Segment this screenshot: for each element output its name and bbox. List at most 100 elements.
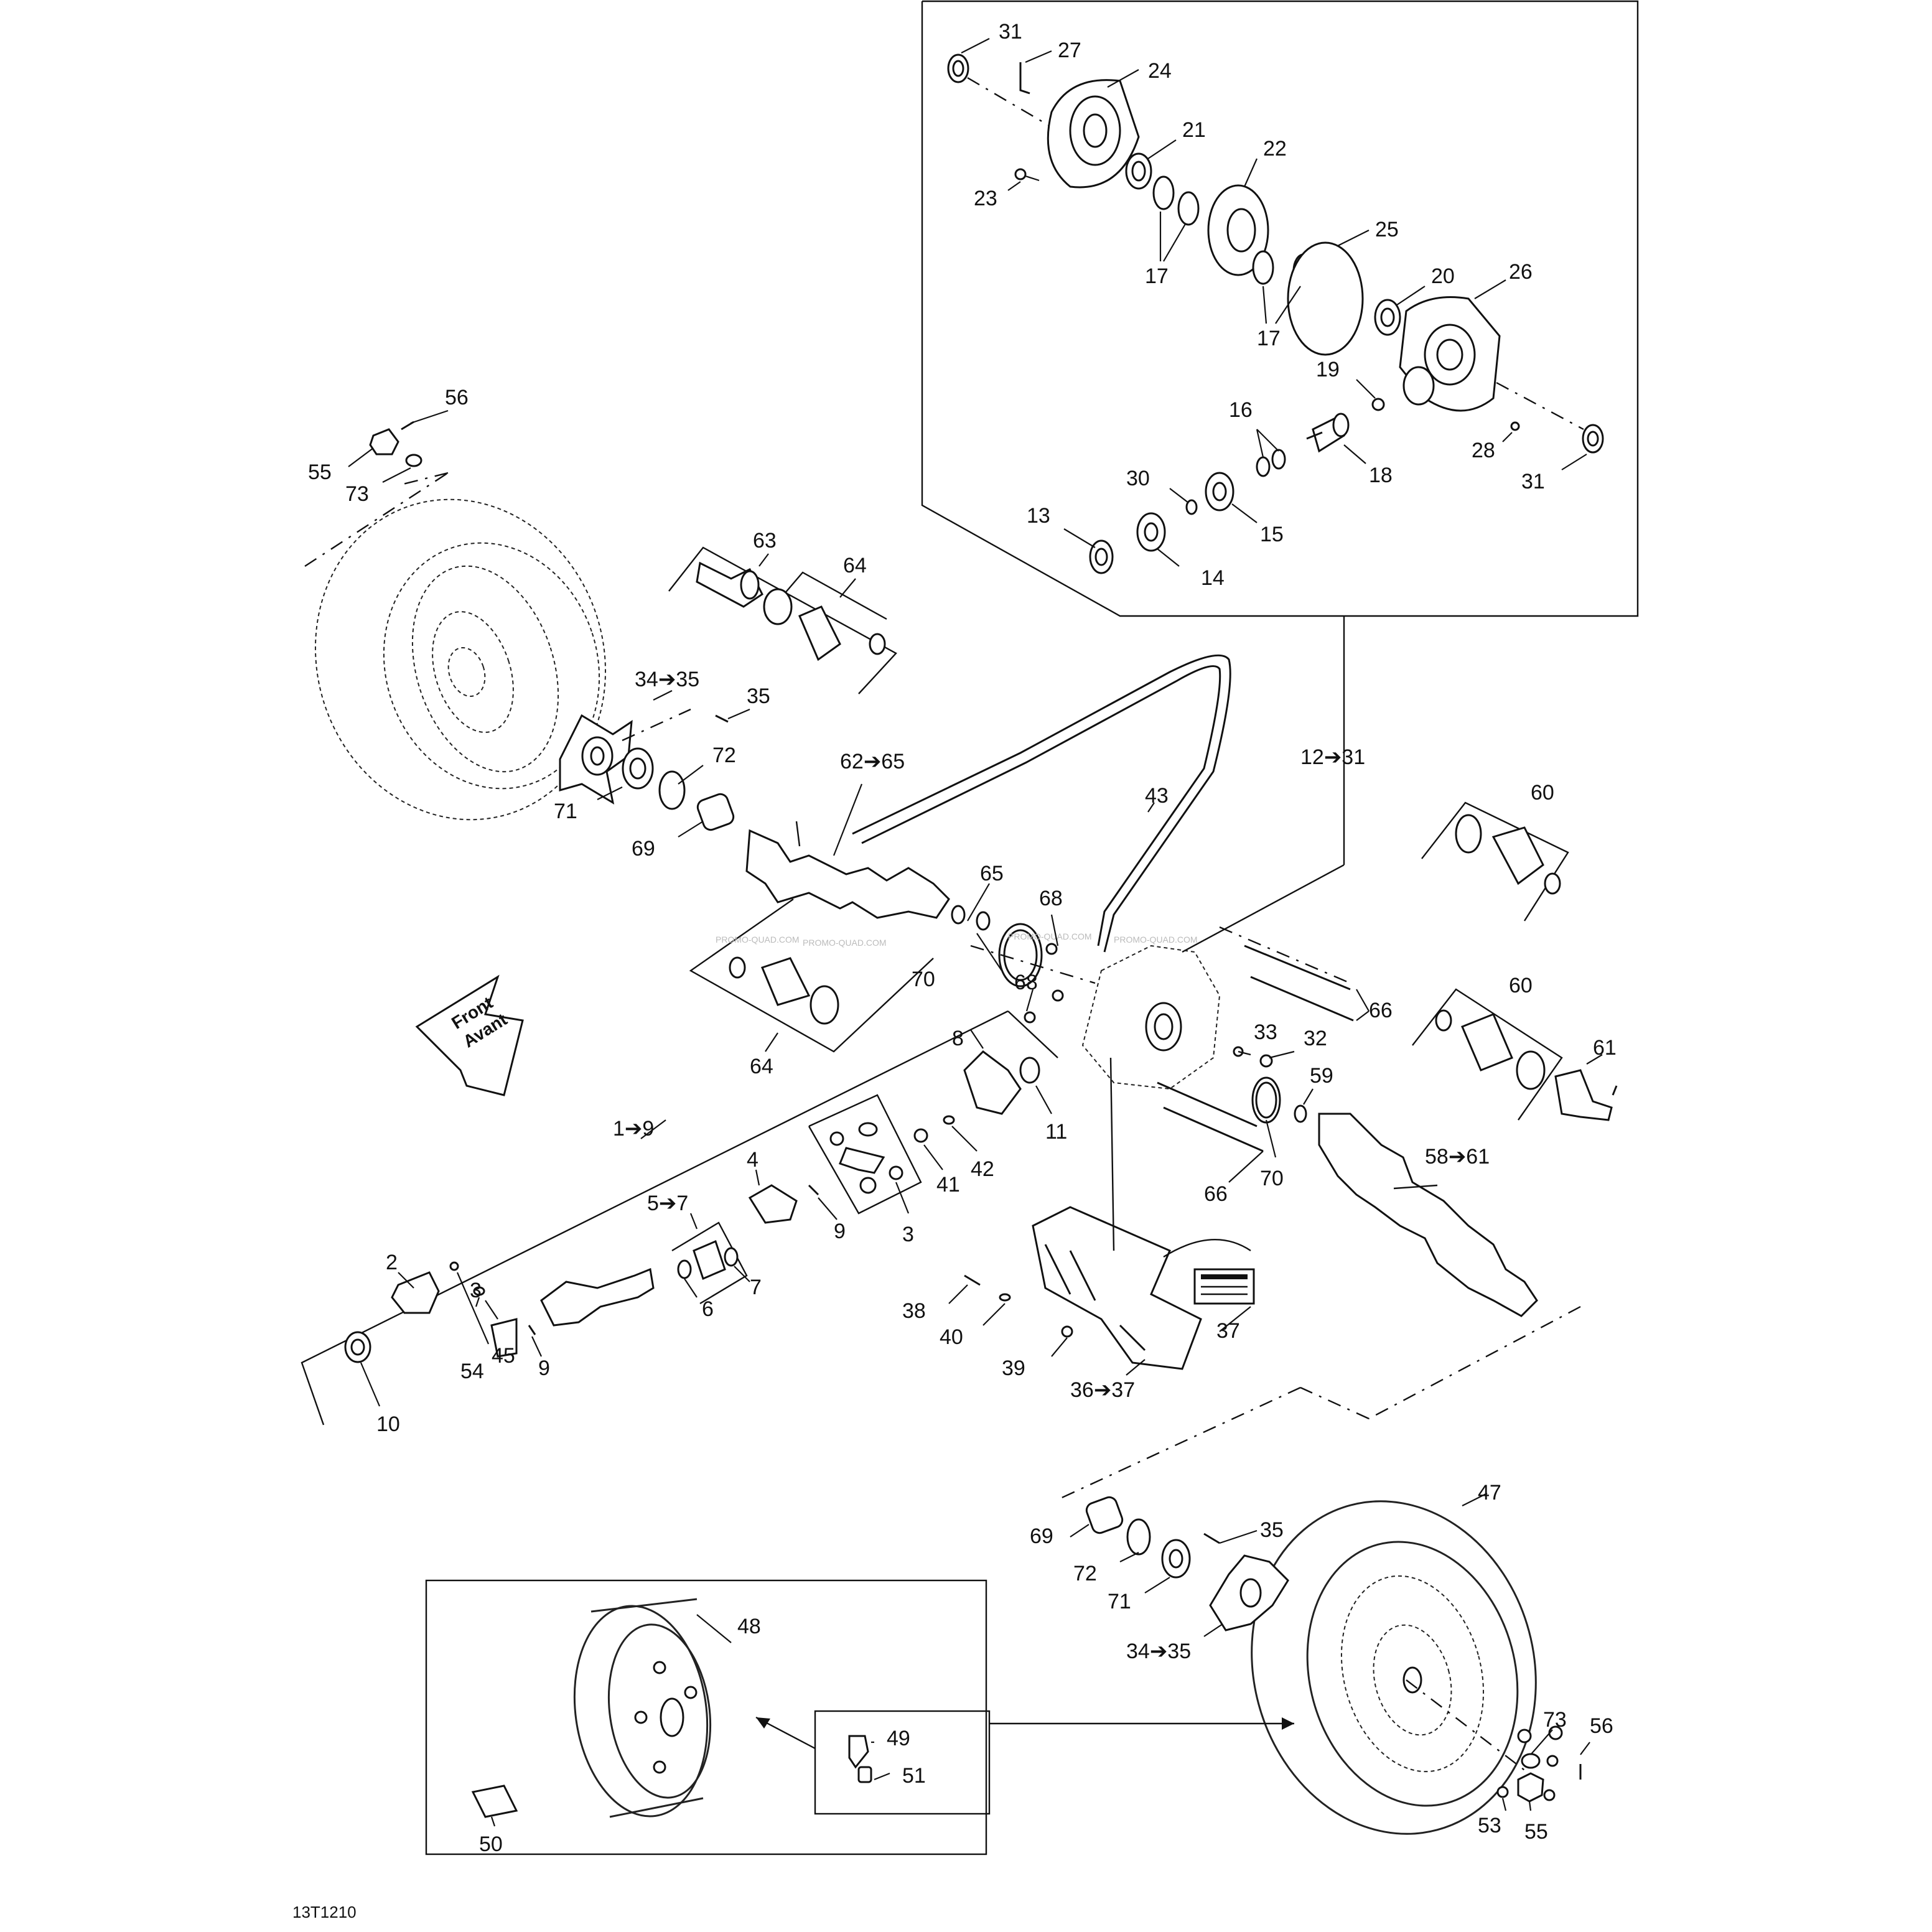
wheel-lower-right	[1251, 1500, 1538, 1835]
label-65: 65	[980, 862, 1004, 885]
label-32: 32	[1304, 1027, 1327, 1050]
label-70-bottom: 70	[1260, 1167, 1284, 1190]
label-53: 53	[1478, 1814, 1501, 1837]
seal-70-upper	[998, 923, 1043, 987]
propeller-shaft-kit-box	[301, 1010, 1058, 1426]
label-41: 41	[936, 1173, 960, 1197]
label-68-top: 68	[1039, 887, 1063, 910]
label-2: 2	[386, 1251, 398, 1274]
svg-text:PROMO-QUAD.COM: PROMO-QUAD.COM	[1008, 931, 1092, 941]
label-1-9: 1➔9	[613, 1117, 654, 1141]
label-35-bottom: 35	[1260, 1518, 1284, 1542]
label-70-top: 70	[912, 968, 935, 991]
svg-text:PROMO-QUAD.COM: PROMO-QUAD.COM	[1114, 935, 1198, 945]
label-25: 25	[1375, 218, 1399, 241]
label-64-bottom: 64	[750, 1055, 773, 1078]
label-22: 22	[1263, 137, 1287, 161]
label-17-b: 17	[1257, 327, 1281, 350]
washers-32-33	[1233, 1046, 1273, 1068]
label-56-bottom: 56	[1590, 1714, 1613, 1738]
label-43: 43	[1145, 784, 1169, 808]
warning-label	[1193, 1268, 1255, 1305]
label-48: 48	[737, 1615, 761, 1638]
label-62-65: 62➔65	[840, 750, 905, 773]
label-66-bottom: 66	[1204, 1182, 1228, 1206]
label-34-35-top: 34➔35	[635, 668, 699, 691]
cv-boot-kit-lower	[689, 898, 934, 1053]
label-14: 14	[1201, 566, 1225, 590]
skid-plate	[964, 1057, 1251, 1370]
label-64-top: 64	[843, 554, 867, 577]
label-63: 63	[753, 529, 777, 553]
differential-internal-parts	[947, 54, 1604, 574]
label-31-top: 31	[999, 20, 1022, 44]
label-51: 51	[902, 1764, 926, 1788]
label-55-bottom: 55	[1524, 1820, 1548, 1844]
label-71-bottom: 71	[1108, 1590, 1131, 1613]
drive-shaft-right	[1318, 1113, 1538, 1317]
label-8: 8	[952, 1027, 964, 1050]
label-73-bottom: 73	[1543, 1708, 1567, 1732]
label-30: 30	[1126, 467, 1150, 490]
label-49: 49	[887, 1727, 910, 1750]
label-60-top: 60	[1531, 781, 1554, 805]
label-11: 11	[1045, 1120, 1067, 1144]
lower-assembly-leader	[1057, 1305, 1581, 1501]
label-20: 20	[1431, 264, 1455, 288]
propeller-shaft-parts	[344, 1050, 1040, 1363]
label-54: 54	[460, 1360, 484, 1383]
label-72-top: 72	[712, 744, 736, 767]
label-69-top: 69	[632, 837, 655, 861]
label-36-37: 36➔37	[1070, 1378, 1135, 1402]
cv-boot-kit-upper	[668, 546, 897, 694]
label-72-bottom: 72	[1073, 1562, 1097, 1585]
label-28: 28	[1472, 439, 1495, 462]
label-26: 26	[1509, 260, 1533, 284]
long-bolts-lower	[1157, 1081, 1264, 1152]
vent-tube	[852, 654, 1231, 953]
label-58-61: 58➔61	[1425, 1145, 1490, 1169]
label-56-top: 56	[445, 386, 469, 409]
hub-assembly-lower	[1085, 1496, 1289, 1631]
label-47: 47	[1478, 1481, 1501, 1505]
label-13: 13	[1027, 504, 1050, 528]
label-37: 37	[1216, 1319, 1240, 1343]
cv-boot-kit-right-upper	[1421, 801, 1569, 922]
label-7: 7	[750, 1276, 762, 1299]
svg-text:PROMO-QUAD.COM: PROMO-QUAD.COM	[803, 938, 887, 948]
label-59: 59	[1310, 1064, 1333, 1088]
label-60-bottom: 60	[1509, 974, 1533, 997]
cv-boot-kit-right-lower	[1412, 988, 1563, 1121]
label-55-top: 55	[308, 460, 332, 484]
label-33: 33	[1254, 1020, 1277, 1044]
label-16: 16	[1229, 398, 1253, 422]
svg-text:PROMO-QUAD.COM: PROMO-QUAD.COM	[716, 935, 800, 945]
label-18: 18	[1369, 464, 1393, 487]
label-61: 61	[1593, 1036, 1617, 1060]
label-71-top: 71	[554, 800, 577, 823]
leader-lines	[348, 38, 1603, 1827]
label-19: 19	[1316, 358, 1340, 381]
wheel-nut-group-upper	[369, 421, 422, 467]
label-66-top: 66	[1369, 999, 1393, 1022]
label-31-right: 31	[1521, 470, 1545, 493]
label-3-upper: 3	[902, 1223, 914, 1246]
label-23: 23	[974, 187, 997, 210]
label-21: 21	[1182, 118, 1206, 142]
wheel-upper-left	[304, 472, 607, 821]
long-bolts-upper	[1219, 926, 1354, 1022]
label-69-bottom: 69	[1030, 1524, 1053, 1548]
part-labels: 31 27 24 21 22 23 17 25 20 26 17 19 16 1…	[292, 20, 1617, 1921]
label-35-top: 35	[747, 684, 770, 708]
watermark-row: PROMO-QUAD.COM PROMO-QUAD.COM PROMO-QUAD…	[716, 931, 1198, 948]
label-9-lower: 9	[538, 1356, 550, 1380]
label-5-7: 5➔7	[647, 1192, 688, 1215]
label-17-a: 17	[1145, 264, 1169, 288]
valve-box-connectors	[755, 1716, 1294, 1750]
label-24: 24	[1148, 59, 1172, 83]
label-50: 50	[479, 1832, 503, 1856]
seal-70-lower	[1251, 1076, 1307, 1124]
label-45: 45	[492, 1344, 515, 1368]
hub-assembly-upper	[559, 708, 735, 831]
